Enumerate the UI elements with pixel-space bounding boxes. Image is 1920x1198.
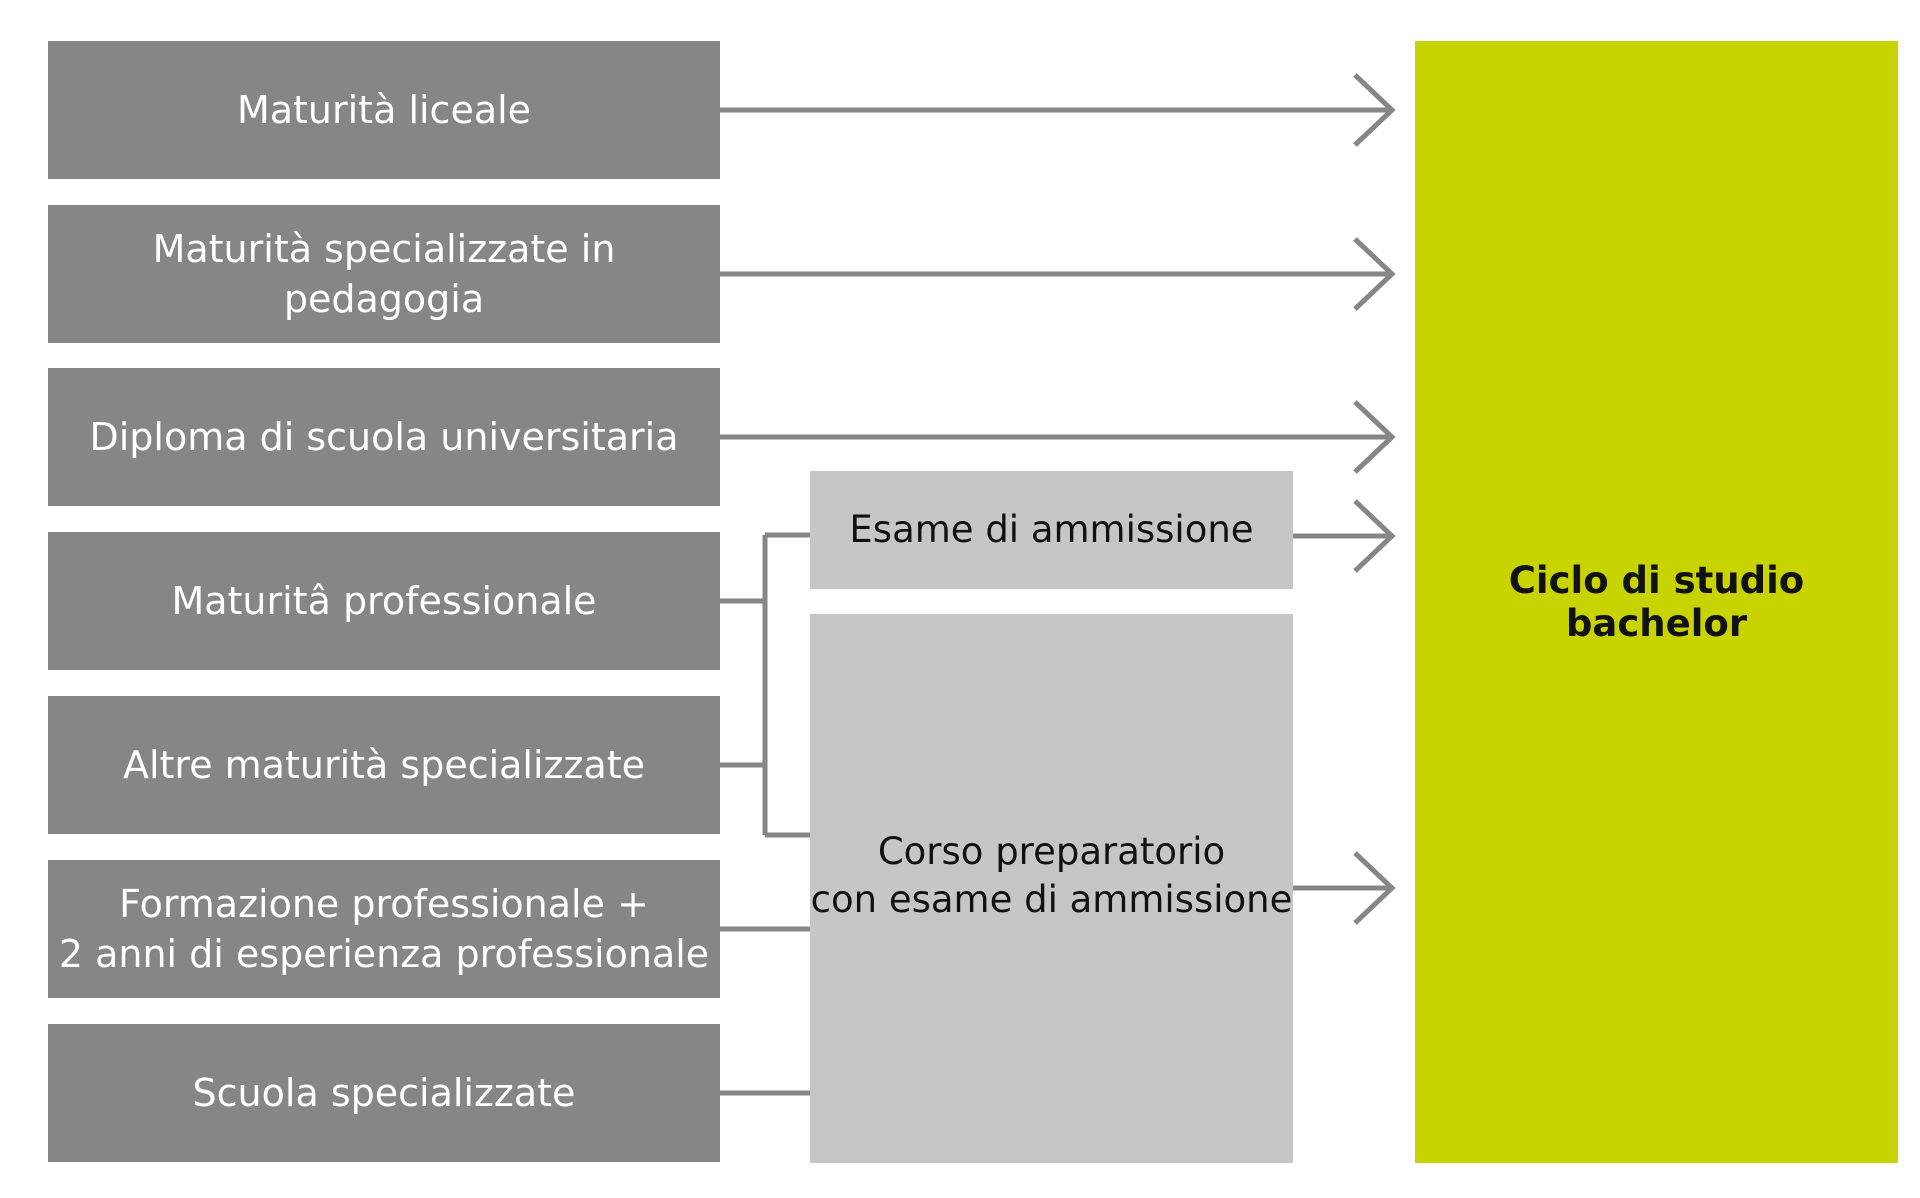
arrowhead-maturita-liceale [1353, 73, 1396, 147]
course-label: Corso preparatorio con esame di ammissio… [810, 829, 1293, 921]
source-box-diploma-universitaria: Diploma di scuola universitaria [48, 368, 720, 506]
source-box-formazione-professionale: Formazione professionale + 2 anni di esp… [48, 860, 720, 998]
source-label: Altre maturità specializzate [122, 743, 646, 787]
source-box-maturita-liceale: Maturità liceale [48, 41, 720, 179]
arrowhead-exam [1353, 499, 1396, 573]
source-label: Diploma di scuola universitaria [89, 415, 679, 459]
arrowhead-diploma-universitaria [1353, 400, 1396, 474]
bachelor-program-box: Ciclo di studio bachelor [1415, 41, 1898, 1163]
exam-box: Esame di ammissione [810, 471, 1293, 589]
source-label: Scuola specializzate [192, 1071, 576, 1115]
exam-label: Esame di ammissione [849, 508, 1254, 551]
source-box-altre-maturita: Altre maturità specializzate [48, 696, 720, 834]
target-label: Ciclo di studio bachelor [1508, 559, 1805, 645]
source-label: Maturità specializzate in pedagogia [152, 227, 616, 321]
source-box-maturita-professionale: Maturitâ professionale [48, 532, 720, 670]
source-label: Formazione professionale + 2 anni di esp… [58, 882, 710, 976]
source-label: Maturitâ professionale [171, 579, 597, 623]
arrowhead-maturita-pedagogia [1353, 237, 1396, 311]
source-box-scuola-specializzate: Scuola specializzate [48, 1024, 720, 1162]
preparatory-course-box: Corso preparatorio con esame di ammissio… [810, 614, 1293, 1163]
arrowhead-course [1353, 851, 1396, 925]
source-box-maturita-pedagogia: Maturità specializzate in pedagogia [48, 205, 720, 343]
source-label: Maturità liceale [236, 88, 532, 132]
